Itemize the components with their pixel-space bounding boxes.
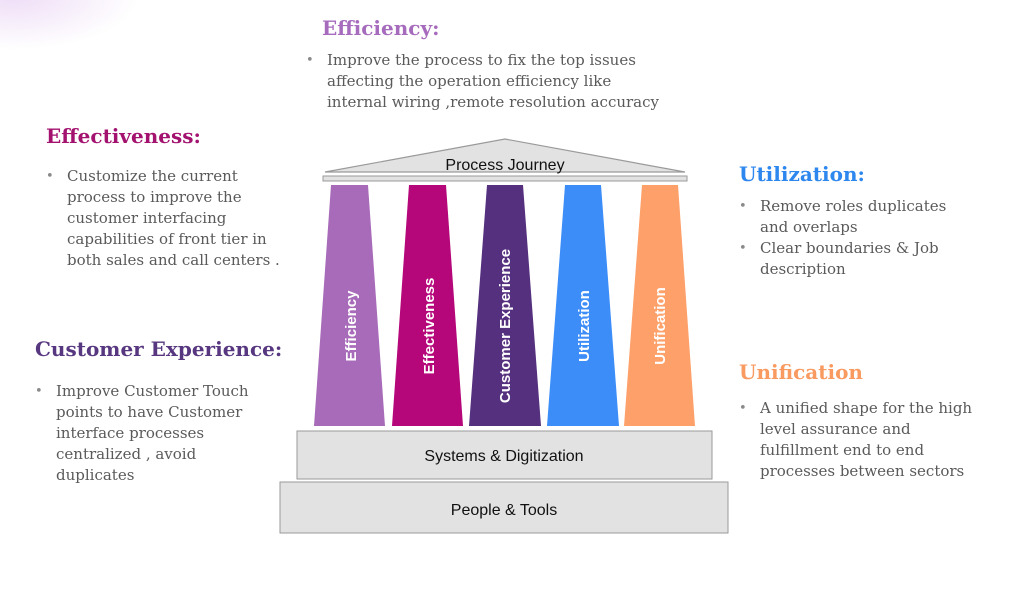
utilization-bullet-1: Remove roles duplicates and overlaps — [739, 196, 960, 238]
pillar-effectiveness — [392, 185, 463, 426]
effectiveness-bullet-1: Customize the current process to improve… — [46, 166, 296, 271]
effectiveness-heading: Effectiveness: — [46, 124, 201, 148]
pillar-unification — [624, 185, 695, 426]
customer-experience-bullet-1: Improve Customer Touch points to have Cu… — [35, 381, 261, 486]
efficiency-heading: Efficiency: — [322, 16, 440, 40]
efficiency-bullet-1: Improve the process to fix the top issue… — [306, 50, 667, 113]
base-systems-digitization — [296, 430, 713, 480]
pillar-efficiency — [314, 185, 385, 426]
customer-experience-heading: Customer Experience: — [35, 337, 283, 361]
pillar-unification-label: Unification — [652, 287, 669, 365]
corner-glow — [0, 0, 140, 50]
temple-roof — [324, 138, 686, 173]
utilization-section: Utilization: Remove roles duplicates and… — [739, 162, 989, 280]
base-people-tools-label: People & Tools — [451, 502, 557, 519]
pillar-efficiency-label: Efficiency — [343, 290, 360, 362]
base-systems-digitization-label: Systems & Digitization — [424, 448, 583, 465]
unification-heading: Unification — [739, 360, 863, 384]
utilization-bullet-list: Remove roles duplicates and overlaps Cle… — [739, 196, 989, 280]
temple-roof-beam — [322, 175, 688, 182]
unification-bullet-list: A unified shape for the high level assur… — [739, 398, 989, 482]
effectiveness-section: Effectiveness: Customize the current pro… — [46, 124, 296, 271]
pillar-utilization — [547, 185, 619, 426]
base-people-tools — [279, 481, 729, 534]
pillar-effectiveness-label: Effectiveness — [421, 278, 438, 375]
pillar-customer-experience-label: Customer Experience — [497, 249, 514, 403]
utilization-bullet-2: Clear boundaries & Job description — [739, 238, 960, 280]
efficiency-bullet-list: Improve the process to fix the top issue… — [306, 50, 686, 113]
pillar-customer-experience — [469, 185, 541, 426]
customer-experience-section: Customer Experience: Improve Customer To… — [35, 337, 285, 486]
unification-bullet-1: A unified shape for the high level assur… — [739, 398, 975, 482]
effectiveness-bullet-list: Customize the current process to improve… — [46, 166, 296, 271]
pillar-utilization-label: Utilization — [576, 290, 593, 362]
roof-label: Process Journey — [445, 157, 564, 174]
unification-section: Unification A unified shape for the high… — [739, 360, 989, 482]
utilization-heading: Utilization: — [739, 162, 865, 186]
customer-experience-bullet-list: Improve Customer Touch points to have Cu… — [35, 381, 285, 486]
efficiency-section: Efficiency: Improve the process to fix t… — [306, 16, 686, 113]
